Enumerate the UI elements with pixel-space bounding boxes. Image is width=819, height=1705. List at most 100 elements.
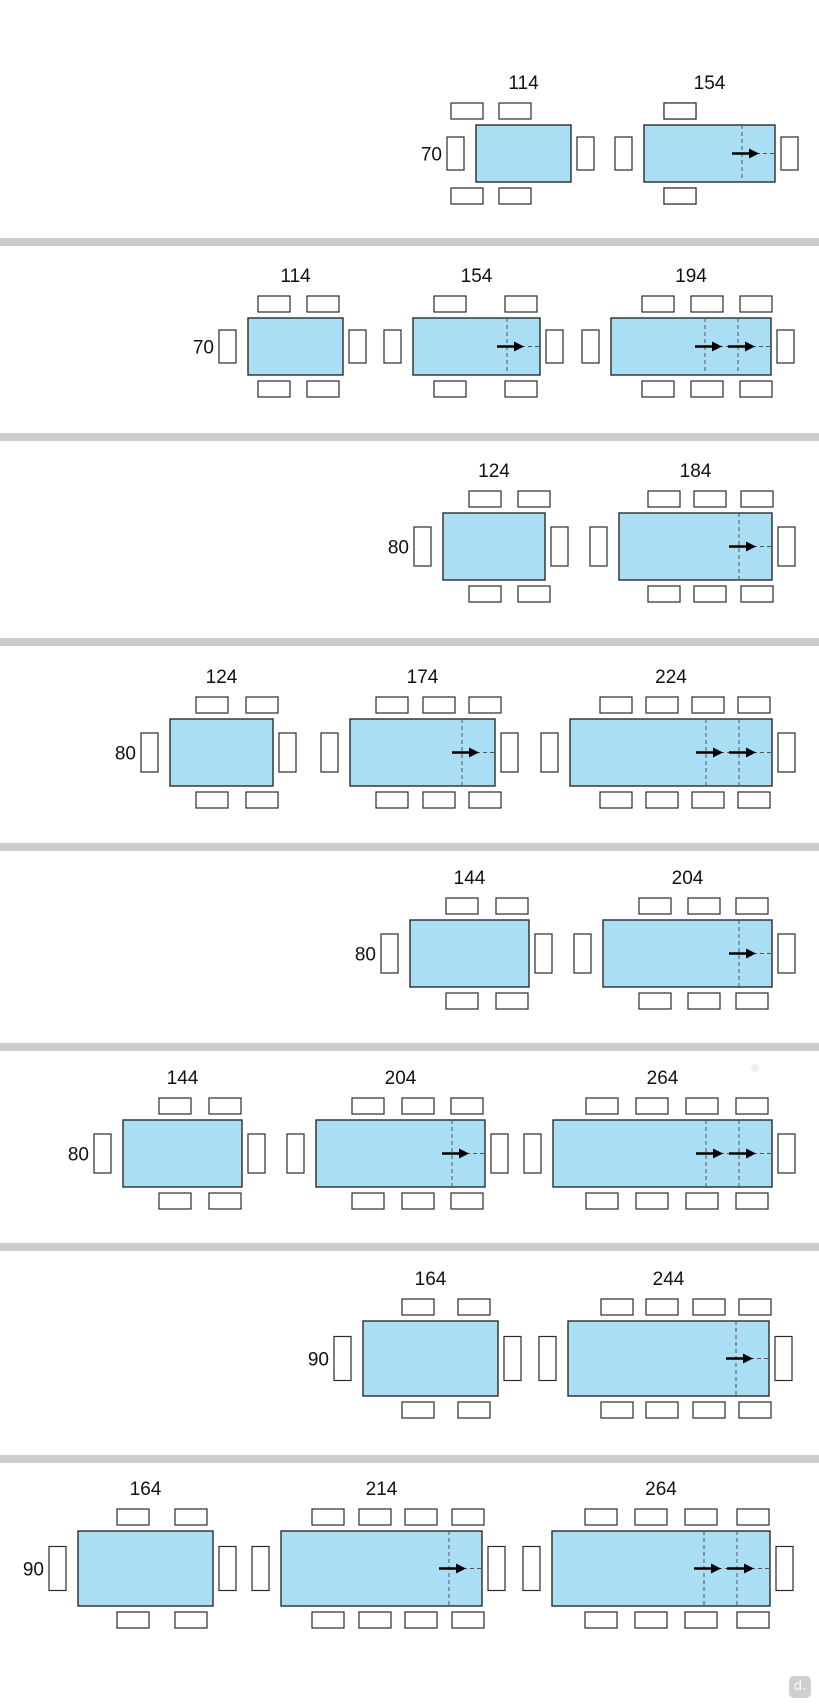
arrow-head (713, 1148, 723, 1159)
table-214: 214 (251, 1479, 506, 1629)
chair-bottom (600, 1401, 634, 1419)
chair-bottom (687, 992, 721, 1010)
chair-top (358, 1508, 392, 1526)
chair-top (498, 102, 532, 120)
chair-top (600, 1298, 634, 1316)
chair-end-right (776, 329, 795, 364)
chair-bottom (195, 791, 229, 809)
length-label: 214 (366, 1479, 398, 1500)
chair-top (585, 1097, 619, 1115)
table-204: 204 (573, 868, 796, 1010)
chair-end-left (286, 1133, 305, 1174)
chair-top (687, 897, 721, 915)
arrow-head (711, 1563, 721, 1574)
chair-end-right (780, 136, 799, 171)
chair-top (645, 1298, 679, 1316)
length-label: 194 (675, 266, 707, 287)
chair-end-right (777, 526, 796, 567)
chair-end-left (581, 329, 600, 364)
chair-top (635, 1097, 669, 1115)
chair-bottom (692, 1401, 726, 1419)
chair-top (693, 490, 727, 508)
chair-top (735, 897, 769, 915)
width-label: 80 (355, 945, 376, 966)
chair-top (433, 295, 467, 313)
chair-bottom (498, 187, 532, 205)
length-label: 244 (653, 1269, 685, 1290)
chair-bottom (735, 992, 769, 1010)
table-224: 224 (540, 667, 796, 809)
chair-top (645, 696, 679, 714)
chair-end-left (413, 526, 432, 567)
row-divider (0, 238, 819, 246)
chair-end-right (774, 1335, 793, 1382)
chair-bottom (634, 1611, 668, 1629)
row-divider (0, 1043, 819, 1051)
length-label: 124 (206, 667, 238, 688)
table-184: 184 (589, 461, 796, 603)
chair-top (738, 1298, 772, 1316)
chair-top (468, 490, 502, 508)
chair-bottom (647, 585, 681, 603)
chair-end-left (333, 1335, 352, 1382)
chair-top (457, 1298, 491, 1316)
chair-bottom (468, 791, 502, 809)
width-label: 70 (421, 145, 442, 166)
length-label: 164 (415, 1269, 447, 1290)
chair-bottom (451, 1611, 485, 1629)
chair-end-right (503, 1335, 522, 1382)
width-label: 90 (23, 1560, 44, 1581)
chair-bottom (401, 1401, 435, 1419)
chair-bottom (158, 1192, 192, 1210)
chair-top (468, 696, 502, 714)
arrow-head (745, 341, 755, 352)
chair-top (685, 1097, 719, 1115)
chair-top (647, 490, 681, 508)
table-174: 174 (320, 667, 519, 809)
chair-end-left (614, 136, 633, 171)
chair-top (663, 102, 697, 120)
chair-bottom (599, 791, 633, 809)
chair-top (401, 1298, 435, 1316)
chair-bottom (495, 992, 529, 1010)
chair-bottom (738, 1401, 772, 1419)
chair-top (736, 1508, 770, 1526)
chair-top (692, 1298, 726, 1316)
chair-bottom (358, 1611, 392, 1629)
table-244: 244 (538, 1269, 793, 1419)
chair-end-left (589, 526, 608, 567)
row-divider (0, 433, 819, 441)
chair-top (740, 490, 774, 508)
chair-end-left (320, 732, 339, 773)
chair-top (634, 1508, 668, 1526)
chair-top (306, 295, 340, 313)
chair-top (158, 1097, 192, 1115)
chair-bottom (450, 1192, 484, 1210)
length-label: 264 (645, 1479, 677, 1500)
watermark-logo: d. (789, 1676, 811, 1698)
table-264: 264 (523, 1068, 796, 1210)
chair-bottom (690, 380, 724, 398)
chair-end-right (576, 136, 595, 171)
chair-bottom (691, 791, 725, 809)
table-top (362, 1320, 499, 1397)
arrow-head (514, 341, 524, 352)
chair-bottom (116, 1611, 150, 1629)
width-label: 70 (193, 338, 214, 359)
length-label: 184 (680, 461, 712, 482)
table-top (475, 124, 572, 183)
arrow-head (746, 948, 756, 959)
chair-bottom (740, 585, 774, 603)
chair-top (690, 295, 724, 313)
decorative-dot (751, 1064, 759, 1072)
chair-bottom (468, 585, 502, 603)
chair-bottom (735, 1192, 769, 1210)
table-top (442, 512, 546, 581)
